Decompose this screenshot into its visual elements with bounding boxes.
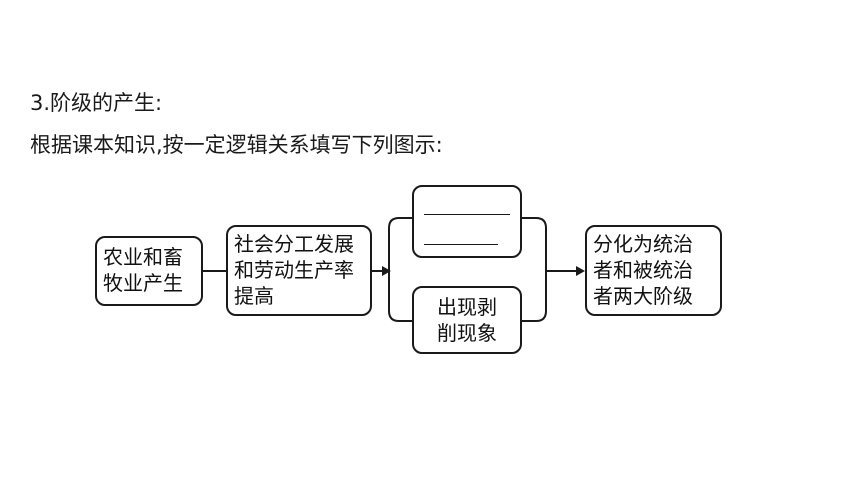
node-division-of-labor: 社会分工发展 和劳动生产率 提高 bbox=[226, 225, 372, 316]
answer-blank-line-2[interactable] bbox=[424, 244, 498, 245]
node-agriculture-husbandry: 农业和畜 牧业产生 bbox=[95, 236, 203, 306]
node-exploitation: 出现剥 削现象 bbox=[412, 286, 522, 354]
arrowhead-5 bbox=[576, 266, 585, 276]
node-class-division: 分化为统治 者和被统治 者两大阶级 bbox=[585, 225, 722, 316]
section-heading: 3.阶级的产生: bbox=[30, 91, 163, 115]
answer-blank-line-1[interactable] bbox=[424, 214, 510, 215]
arrowhead-2 bbox=[382, 266, 391, 276]
node-blank-answer bbox=[412, 185, 522, 258]
right-bracket bbox=[522, 217, 547, 322]
left-bracket bbox=[388, 217, 412, 322]
instruction-text: 根据课本知识,按一定逻辑关系填写下列图示: bbox=[30, 133, 443, 157]
